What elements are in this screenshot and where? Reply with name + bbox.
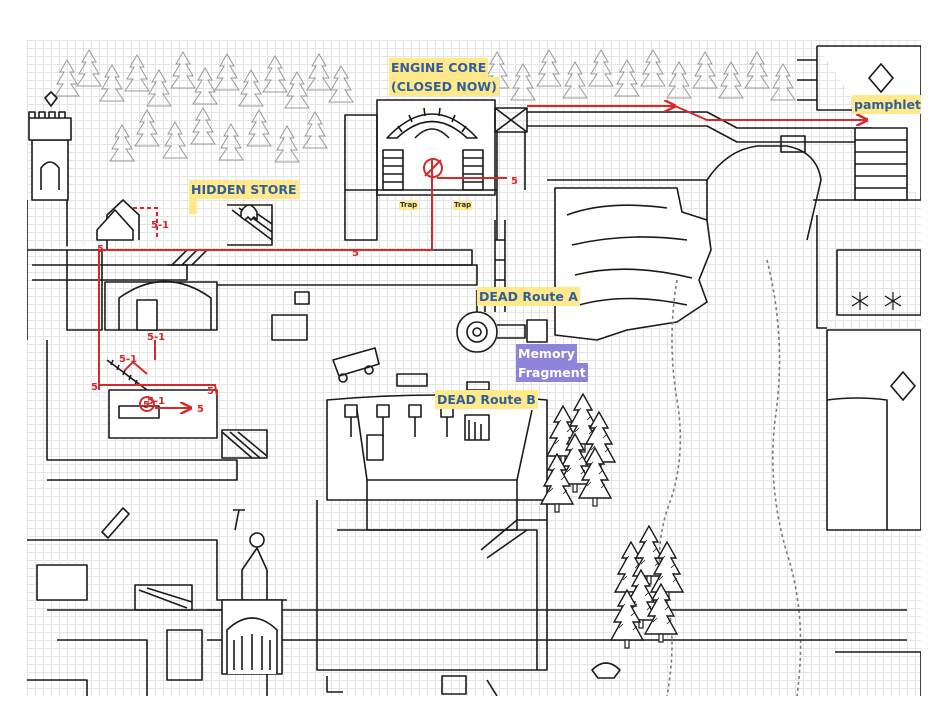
route-mark: 5	[352, 248, 359, 259]
diamond-sign-icon	[867, 62, 917, 402]
trap-label-right: Trap	[453, 201, 473, 210]
map-drawing: 5 5 5 5-1 5-1 5-1 5-1 5 5 5 5	[27, 45, 921, 696]
cart-icon	[332, 347, 380, 383]
hidden-store-marker	[189, 199, 197, 214]
trap-label-left: Trap	[399, 201, 419, 210]
engine-core-status-label: (CLOSED NOW)	[389, 77, 499, 96]
route-mark: 5	[511, 176, 518, 187]
engine-gear-icon	[386, 107, 478, 139]
memory-fragment-label-2: Fragment	[516, 363, 588, 382]
route-mark: 5	[197, 404, 204, 415]
route-lines	[98, 106, 867, 411]
memory-fragment-label: Memory	[516, 344, 577, 363]
route-mark: 5	[207, 386, 214, 397]
route-mark: 5-1	[147, 332, 165, 343]
route-mark: 5	[143, 400, 150, 411]
ghost-icon	[240, 204, 258, 221]
engine-core-label: ENGINE CORE	[389, 58, 489, 77]
route-mark: 5-1	[119, 354, 137, 365]
dead-route-a-label: DEAD Route A	[477, 287, 580, 306]
no-entry-icon	[423, 158, 443, 178]
route-mark: 5-1	[151, 220, 169, 231]
route-mark: 5	[91, 382, 98, 393]
castle-tower-icon	[28, 91, 72, 201]
hidden-store-label: HIDDEN STORE	[189, 180, 299, 199]
pamphlet-label: pamphlet	[852, 95, 921, 114]
route-mark: 5-1	[147, 396, 165, 407]
dead-route-b-label: DEAD Route B	[435, 390, 538, 409]
route-mark: 5	[97, 244, 104, 255]
map-canvas: 5 5 5 5-1 5-1 5-1 5-1 5 5 5 5 ENGINE COR…	[27, 40, 921, 696]
statue-icon	[221, 509, 283, 675]
